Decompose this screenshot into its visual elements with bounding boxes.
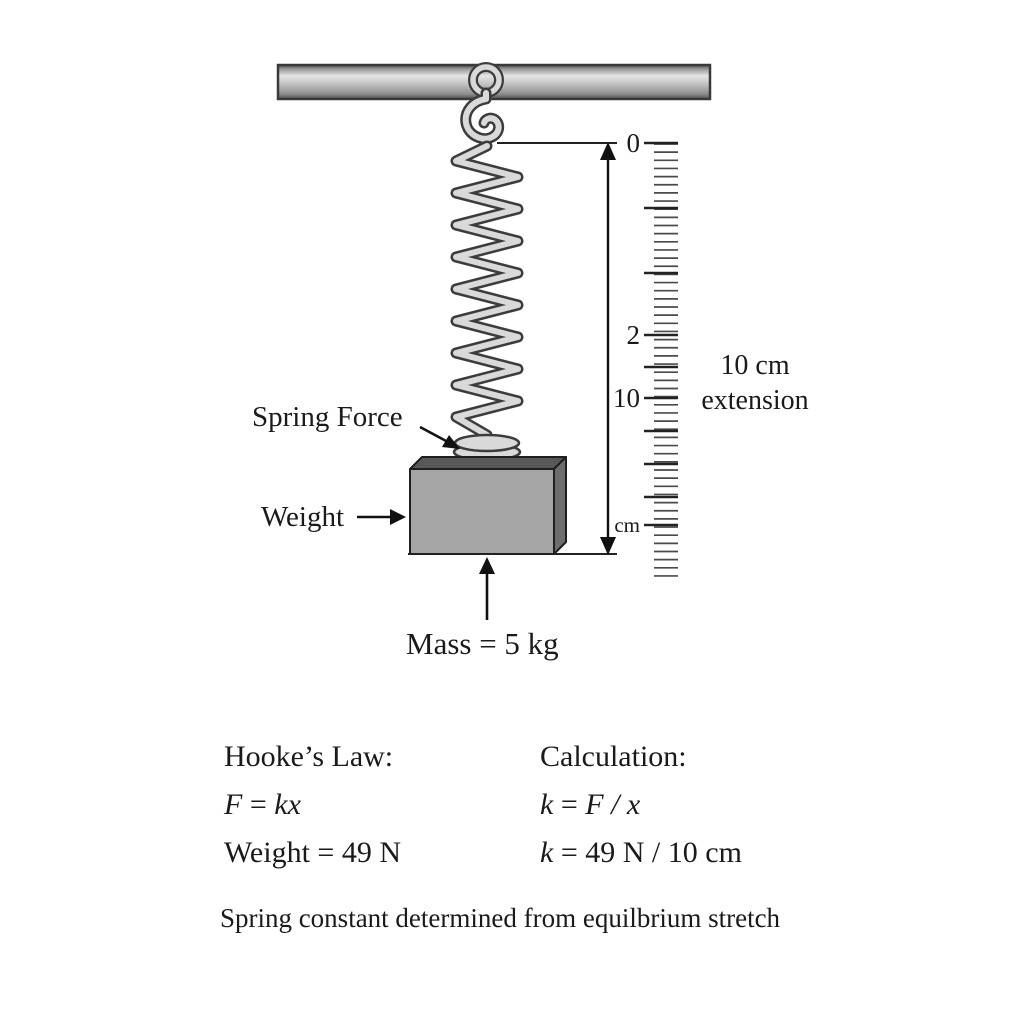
- caption: Spring constant determined from equilbri…: [219, 903, 781, 933]
- extension-annotation: 10 cm extension: [686, 348, 824, 418]
- eq-equals: =: [242, 788, 275, 821]
- result-k-var: k: [540, 836, 554, 869]
- mass-arrow: [479, 557, 495, 620]
- extension-annotation-line1: 10 cm: [720, 350, 790, 381]
- calculation-result-line: k = 49 N / 10 cm: [540, 829, 742, 877]
- result-rest: = 49 N / 10 cm: [553, 836, 742, 869]
- calc-fx-expr: F / x: [585, 788, 641, 821]
- eq-f-var: F: [224, 788, 243, 821]
- weight-label: Weight: [261, 501, 345, 533]
- ruler-label-0: 0: [626, 128, 641, 158]
- weight-arrow: [357, 509, 406, 525]
- hookes-law-equation: F = kx: [224, 781, 401, 829]
- calc-equals: =: [553, 788, 586, 821]
- ruler-label-10: 10: [613, 383, 640, 413]
- calculation-block: Calculation: k = F / x k = 49 N / 10 cm: [540, 733, 742, 877]
- ruler-unit-label: cm: [614, 513, 640, 537]
- ruler: [644, 141, 678, 577]
- hookes-law-title: Hooke’s Law:: [224, 740, 394, 773]
- spring-force-arrow: [419, 425, 460, 449]
- spring-coil: [456, 146, 518, 435]
- calc-k-var: k: [540, 788, 554, 821]
- hookes-law-block: Hooke’s Law: F = kx Weight = 49 N: [224, 733, 401, 877]
- mass-block-side-face: [553, 456, 567, 555]
- mass-block-top-face: [409, 456, 567, 470]
- extension-annotation-line2: extension: [701, 385, 809, 416]
- extension-arrow: [600, 142, 616, 555]
- reference-lines: [408, 142, 617, 555]
- eq-kx-expr: kx: [274, 788, 301, 821]
- mass-label: Mass = 5 kg: [406, 626, 559, 661]
- mass-block-front-face: [409, 468, 555, 555]
- weight-value-line: Weight = 49 N: [224, 836, 401, 869]
- ruler-ticks: [644, 141, 678, 577]
- spring-force-label: Spring Force: [252, 401, 403, 433]
- calculation-title: Calculation:: [540, 740, 687, 773]
- mass-block: [409, 456, 567, 555]
- ruler-label-2: 2: [626, 320, 641, 350]
- calculation-equation: k = F / x: [540, 781, 742, 829]
